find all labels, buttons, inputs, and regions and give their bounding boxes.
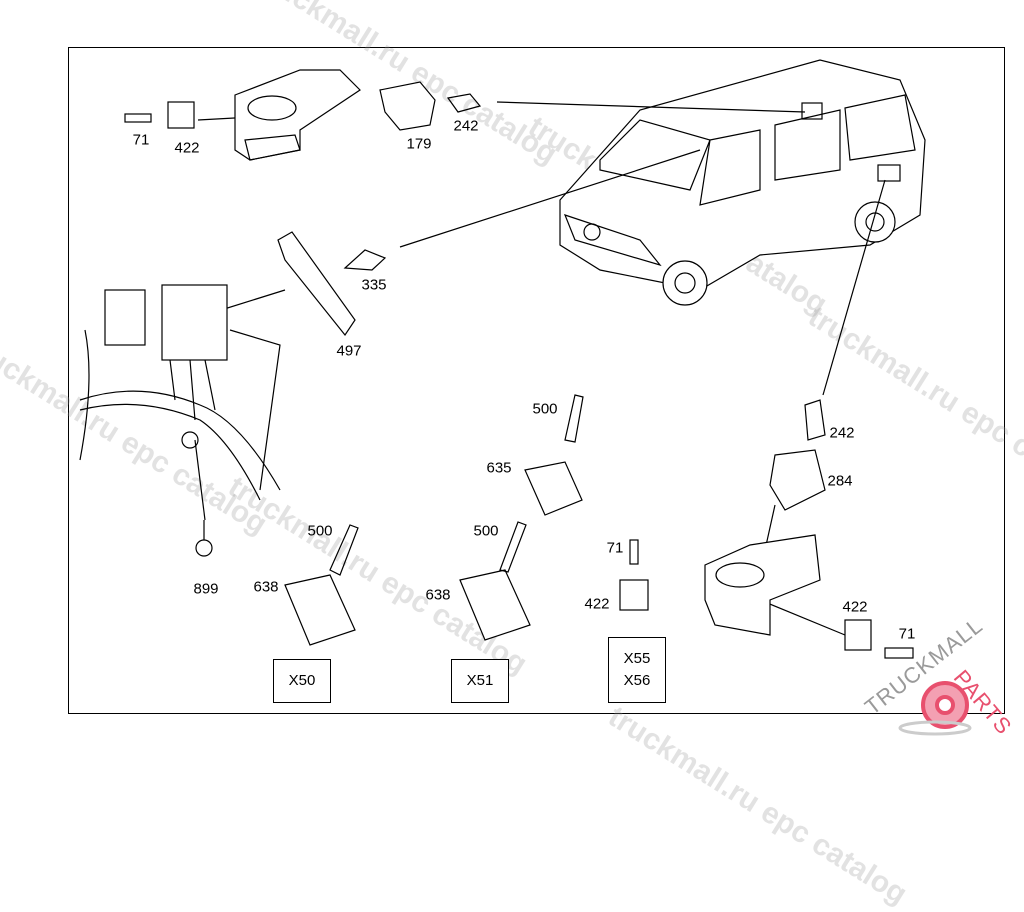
ring-terminal-899 [195, 520, 213, 557]
callout-242: 242 [829, 424, 855, 442]
terminal-500-middle [499, 521, 527, 573]
connector-box-x51: X51 [451, 659, 509, 703]
callout-71: 71 [606, 539, 624, 557]
diagram-frame [68, 47, 1005, 714]
callout-497: 497 [336, 342, 362, 360]
callout-422: 422 [584, 595, 610, 613]
terminal-71-top [124, 113, 152, 123]
terminal-242-right [804, 399, 826, 441]
x50-label: X50 [288, 672, 316, 689]
housing-422-middle [619, 579, 649, 611]
x56-label: X56 [623, 672, 651, 689]
relay-179 [379, 81, 436, 131]
connector-holder-top [234, 69, 361, 161]
callout-71: 71 [898, 625, 916, 643]
x51-label: X51 [466, 672, 494, 689]
connector-635 [524, 461, 583, 516]
terminal-500-upper [564, 394, 584, 443]
callout-71: 71 [132, 131, 150, 149]
housing-422-right [844, 619, 872, 651]
control-unit-harness [79, 284, 281, 501]
callout-638: 638 [253, 578, 279, 596]
terminal-335 [343, 249, 387, 271]
callout-635: 635 [486, 459, 512, 477]
connector-638-left [284, 574, 356, 646]
callout-335: 335 [361, 276, 387, 294]
callout-500: 500 [307, 522, 333, 540]
callout-899: 899 [193, 580, 219, 598]
connector-638-middle [459, 569, 531, 641]
callout-422: 422 [174, 139, 200, 157]
housing-422-top [167, 101, 195, 129]
connector-holder-right [704, 534, 821, 636]
terminal-71-right [884, 647, 914, 659]
terminal-500-left [329, 524, 359, 576]
connector-497 [277, 231, 356, 337]
terminal-71-middle [629, 539, 639, 565]
relay-284 [769, 449, 826, 511]
callout-638: 638 [425, 586, 451, 604]
callout-284: 284 [827, 472, 853, 490]
callout-242: 242 [453, 117, 479, 135]
truckmall-logo-gear [898, 681, 972, 736]
callout-500: 500 [473, 522, 499, 540]
van-illustration [559, 59, 926, 306]
callout-500: 500 [532, 400, 558, 418]
callout-179: 179 [406, 135, 432, 153]
parts-drawing [79, 59, 972, 736]
connector-box-x50: X50 [273, 659, 331, 703]
x55-label: X55 [623, 650, 651, 667]
callout-422: 422 [842, 598, 868, 616]
terminal-242-top [446, 93, 482, 113]
